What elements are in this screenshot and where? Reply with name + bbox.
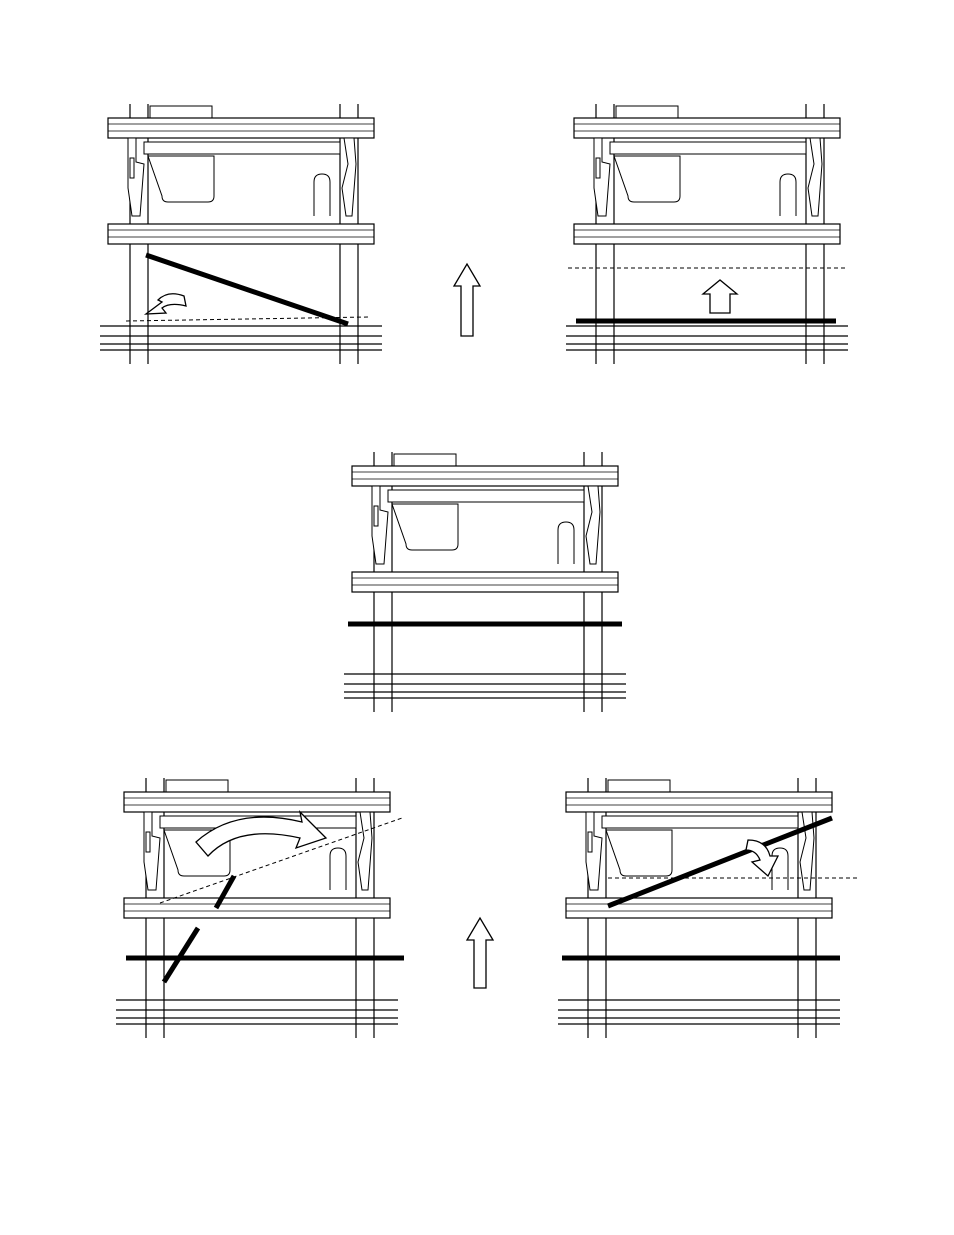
slanted-segment-lower [164,928,198,982]
short-up-arrow-icon [703,280,737,313]
curved-arrow-icon [146,294,186,314]
panel-2 [566,104,848,364]
panel-3 [344,452,626,712]
panel-1 [100,104,382,364]
panel-5 [558,778,860,1038]
diagonal-bar [146,255,348,324]
up-arrow-2 [467,918,493,988]
panel-4 [116,778,404,1038]
up-arrow-1 [454,264,480,336]
